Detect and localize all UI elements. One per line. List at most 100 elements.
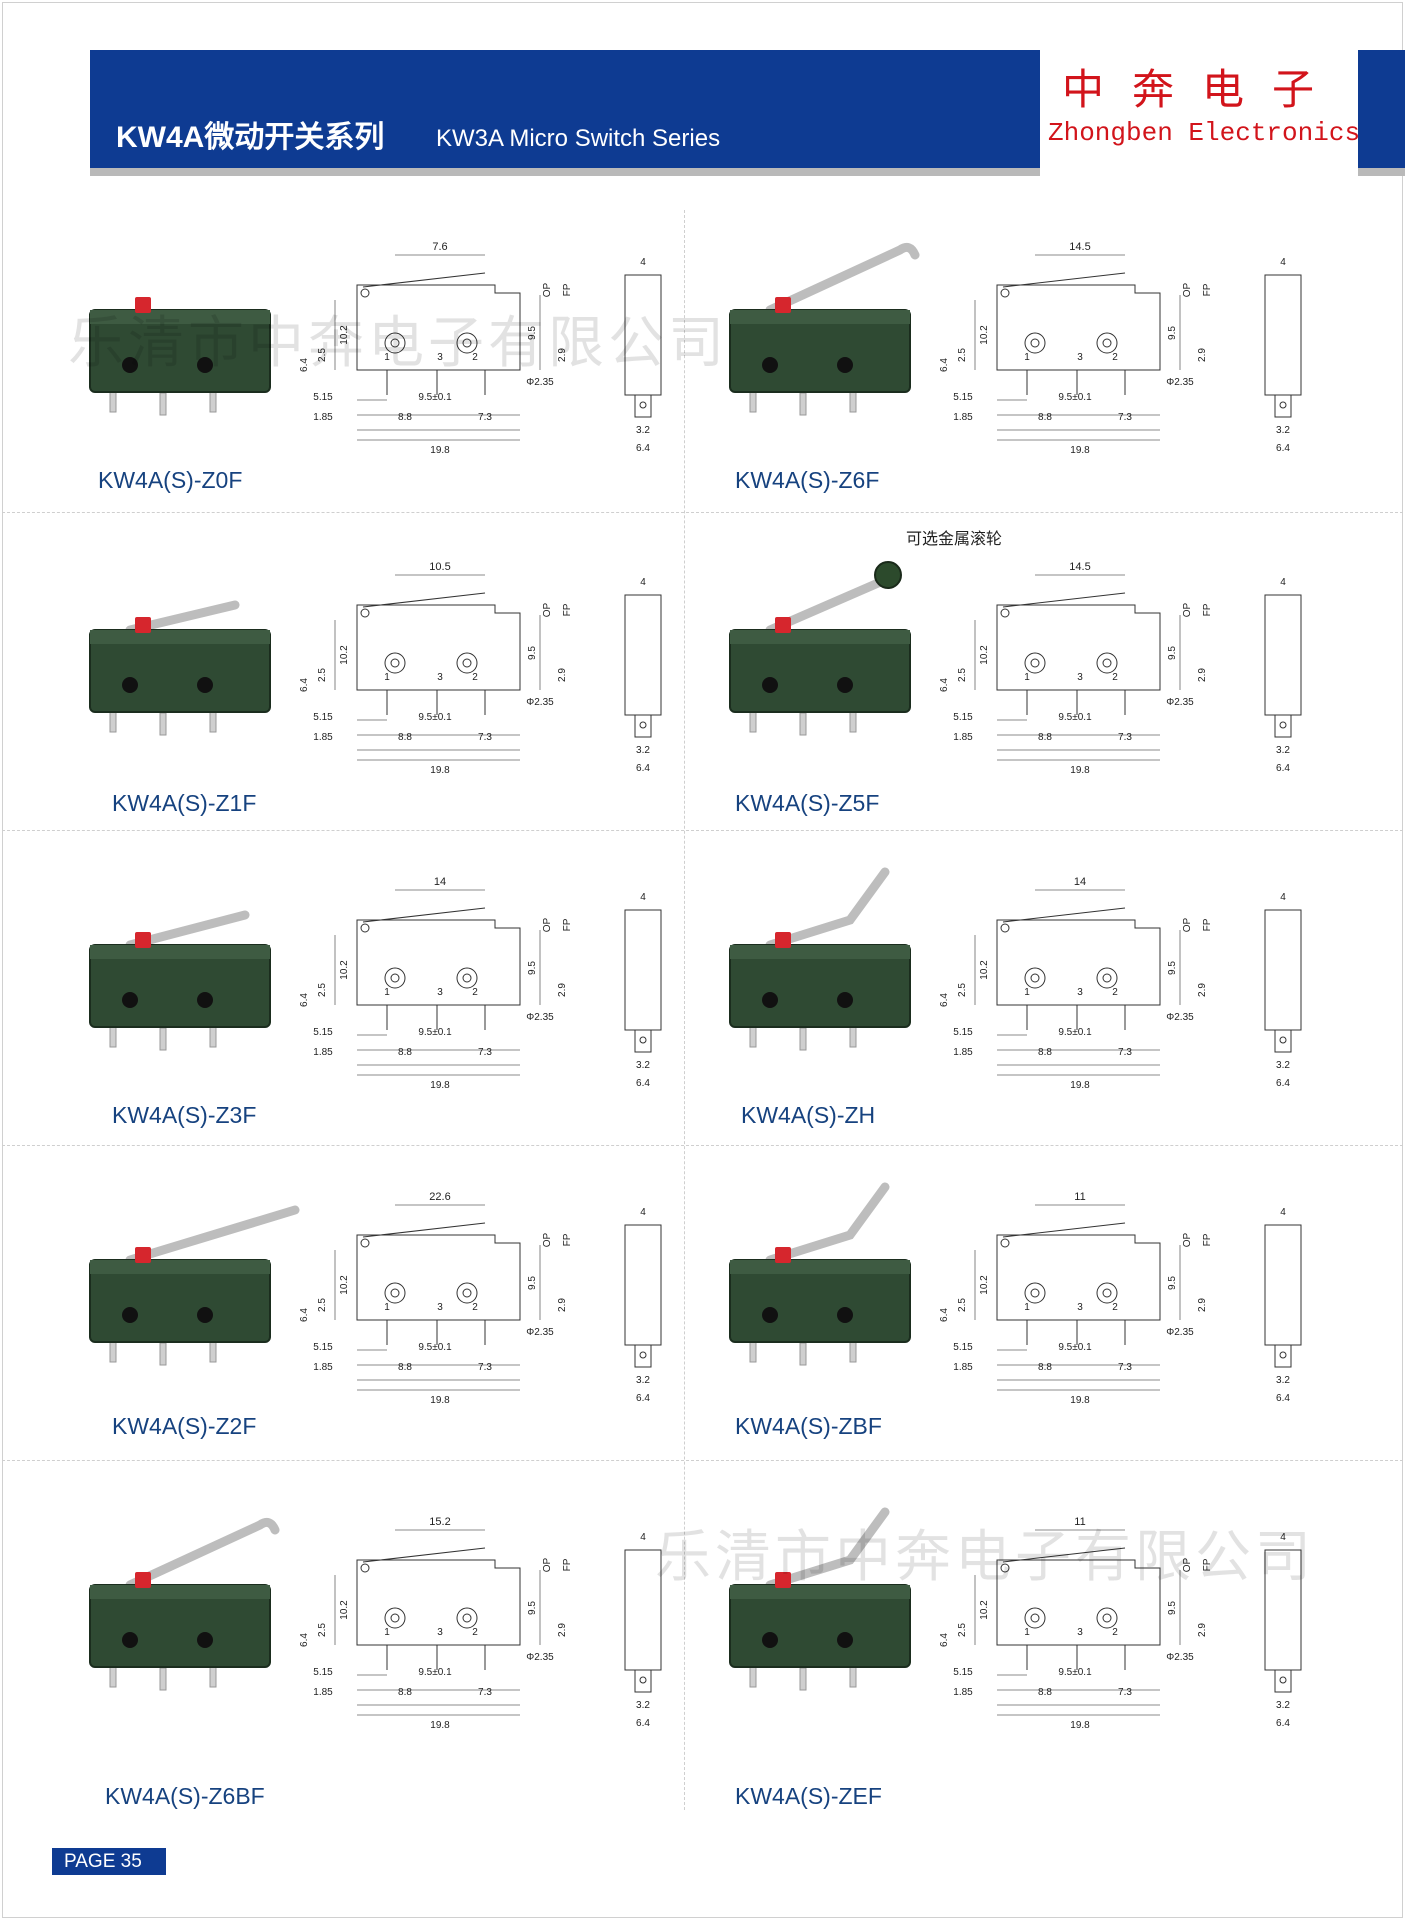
product-model: KW4A(S)-ZEF [735,1783,882,1809]
dimension-label: Φ2.35 [1166,377,1194,388]
dimension-label: 1.85 [953,1687,973,1698]
lever-outline [362,1547,486,1563]
dimension-label-top: 14 [1074,876,1086,888]
switch-body-highlight [90,1585,270,1599]
switch-body-highlight [730,630,910,644]
pin-label: 3 [1077,1302,1083,1313]
terminal-hole [1024,967,1046,989]
switch-body-highlight [90,630,270,644]
side-dimension-label: 6.4 [636,1393,650,1404]
product-model: KW4A(S)-Z6F [735,467,880,493]
lever-outline [1002,1222,1126,1238]
dimension-label: 9.5 [527,646,538,660]
column-divider [684,210,685,1810]
mounting-hole [122,992,138,1008]
actuator-button [775,1572,791,1588]
pin-label: 2 [472,1627,478,1638]
dimension-label: 19.8 [1070,445,1090,456]
side-view-pin [634,714,652,738]
switch-body-highlight [730,1585,910,1599]
dimension-label: 9.5 [1167,1276,1178,1290]
mounting-hole [197,1307,213,1323]
product-photo [710,1490,940,1720]
mounting-hole [837,1307,853,1323]
switch-outline [996,1234,1161,1321]
dimension-label: 5.15 [313,712,333,723]
dimension-line [334,1529,541,1645]
pin-label: 3 [437,352,443,363]
terminal-hole-inner [462,1288,472,1298]
terminal-pin [799,1027,807,1051]
header-banner-right [1358,50,1405,168]
dimension-label-top: 15.2 [429,1516,450,1528]
side-dimension-label: 4 [640,257,646,268]
side-view-outline [624,594,662,716]
actuator-button [135,617,151,633]
dimension-label: 2.5 [957,348,968,362]
roller-wheel [874,561,902,589]
dimension-label: 9.5 [1167,961,1178,975]
pivot-circle [360,288,370,298]
dimension-label: 8.8 [398,1687,412,1698]
dimension-label: 9.5±0.1 [1058,392,1092,403]
pin-outline [386,1320,486,1345]
side-dimension-label: 3.2 [636,1375,650,1386]
side-dimension-label: 3.2 [1276,745,1290,756]
dimension-label: 2.9 [1197,668,1208,682]
dimension-label: 5.15 [953,1667,973,1678]
dimension-label: 7.3 [1118,1047,1132,1058]
product-photo [710,215,940,445]
dimension-label: 7.3 [1118,1687,1132,1698]
dimension-label: 6.4 [939,678,950,692]
dimension-label: 7.3 [478,412,492,423]
side-view-pin-hole [639,1036,647,1044]
side-view-outline [624,909,662,1031]
pivot-circle [360,608,370,618]
dimension-label: 2.9 [557,1298,568,1312]
row-divider [2,830,1403,831]
dimension-label: 6.4 [299,1633,310,1647]
terminal-hole [384,1282,406,1304]
side-dimension-label: 6.4 [1276,1718,1290,1729]
dimension-line [997,1349,1160,1391]
terminal-hole-inner [1102,658,1112,668]
dimension-label-top: 10.5 [429,561,450,573]
side-view-outline [1264,1224,1302,1346]
product-photo [70,535,300,765]
actuator-button [135,932,151,948]
row-divider [2,1460,1403,1461]
page-number: PAGE 35 [52,1848,166,1875]
header-banner-right-shadow [1358,168,1405,176]
terminal-hole-inner [1102,973,1112,983]
dimension-line [974,254,1181,370]
dimension-label-fp: FP [562,1233,573,1246]
product-model: KW4A(S)-ZH [741,1102,876,1128]
dimension-label-op: OP [1182,602,1193,617]
page-title-cn: KW4A微动开关系列 [116,121,385,154]
dimension-label: 7.3 [478,1362,492,1373]
dimension-label: 1.85 [313,1687,333,1698]
side-view-pin-hole [1279,721,1287,729]
dimension-label-op: OP [1182,282,1193,297]
terminal-pin [849,709,857,733]
dimension-label: 6.4 [939,358,950,372]
side-dimension-label: 6.4 [1276,763,1290,774]
header-banner [90,50,1040,168]
row-divider [2,1145,1403,1146]
dimension-label: 2.9 [557,983,568,997]
terminal-hole-inner [390,1613,400,1623]
dimension-label-fp: FP [1202,1558,1213,1571]
dimension-label: 7.3 [478,1687,492,1698]
mounting-hole [197,357,213,373]
pin-label: 3 [1077,987,1083,998]
terminal-pin [209,1024,217,1048]
terminal-hole [384,1607,406,1629]
pin-label: 2 [1112,1302,1118,1313]
pin-outline [386,1645,486,1670]
dimension-label: 19.8 [430,1080,450,1091]
dimension-label-op: OP [1182,1232,1193,1247]
terminal-pin [109,709,117,733]
terminal-pin [109,389,117,413]
